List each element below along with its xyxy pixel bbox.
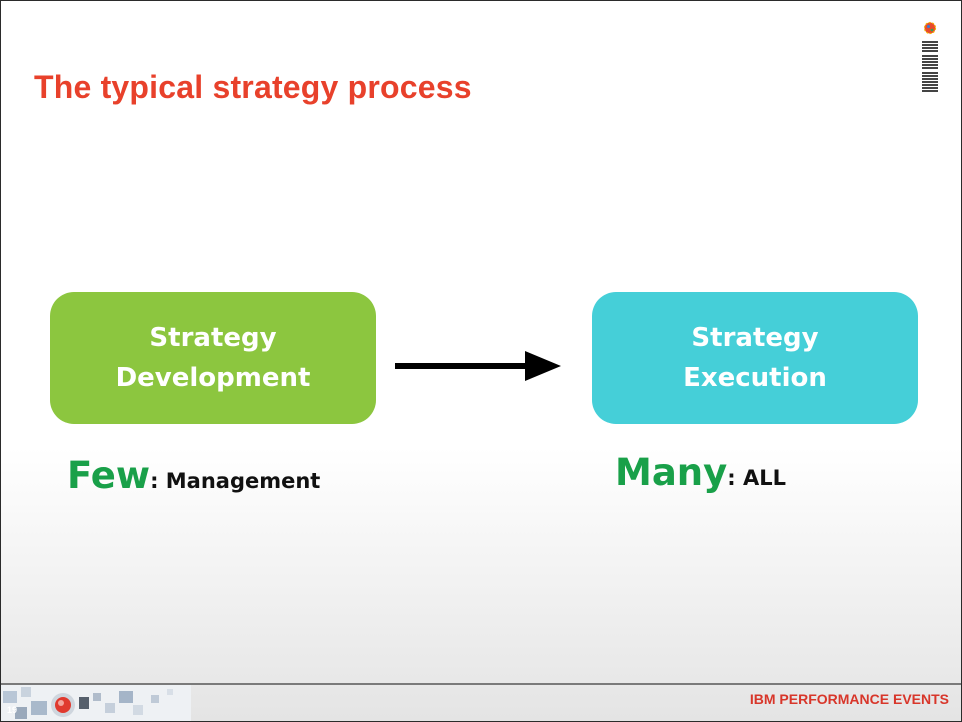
footer-label: IBM PERFORMANCE EVENTS [749, 691, 949, 707]
execution-box-line2: Execution [683, 363, 827, 393]
few-caption: Few: Management [67, 454, 320, 497]
many-caption-emphasis: Many [615, 451, 728, 494]
development-box-line2: Development [115, 363, 311, 393]
ibm-logo-icon [922, 21, 938, 92]
strategy-development-box: Strategy Development [50, 292, 376, 424]
slide-title: The typical strategy process [34, 69, 472, 105]
many-caption: Many: ALL [615, 451, 786, 494]
footer-decoration-image [1, 685, 191, 721]
arrow-right-icon [395, 351, 561, 381]
few-caption-detail: : Management [150, 469, 321, 493]
page-number: 19 [7, 705, 18, 715]
few-caption-emphasis: Few [67, 454, 151, 497]
strategy-execution-box: Strategy Execution [592, 292, 918, 424]
many-caption-detail: : ALL [727, 466, 786, 490]
execution-box-line1: Strategy [691, 323, 819, 353]
development-box-line1: Strategy [149, 323, 277, 353]
footer-divider [1, 683, 961, 685]
globe-icon [923, 21, 937, 35]
